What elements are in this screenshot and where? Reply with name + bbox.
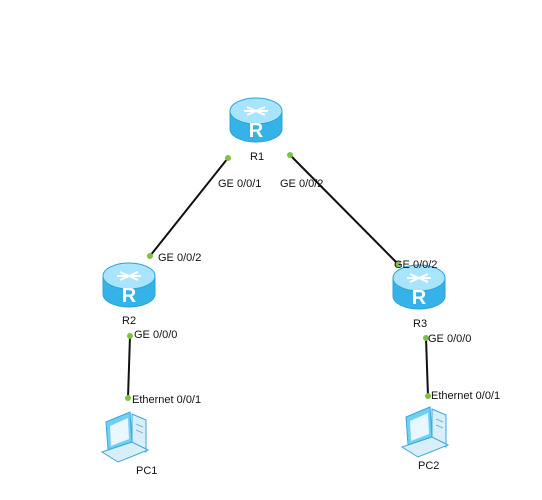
- router-r1[interactable]: R1: [229, 97, 283, 163]
- router-icon: [102, 262, 156, 308]
- link-r1-r2[interactable]: [149, 157, 229, 257]
- link-r1-r3[interactable]: [289, 154, 399, 265]
- links: [127, 154, 429, 399]
- pc-pc2[interactable]: PC2: [401, 406, 449, 472]
- port-label-r1-ge002: GE 0/0/2: [280, 178, 323, 190]
- device-label-r2: R2: [122, 315, 136, 327]
- port-label-pc1-eth: Ethernet 0/0/1: [132, 394, 201, 406]
- port-dot[interactable]: [225, 155, 231, 161]
- device-label-r3: R3: [413, 318, 427, 330]
- port-label-r3-ge000: GE 0/0/0: [428, 333, 471, 345]
- port-label-pc2-eth: Ethernet 0/0/1: [431, 390, 500, 402]
- link-r2-pc1[interactable]: [127, 335, 131, 399]
- router-r3[interactable]: R3: [392, 264, 446, 330]
- device-label-pc1: PC1: [136, 465, 157, 477]
- router-icon: [392, 264, 446, 310]
- port-label-r2-ge002: GE 0/0/2: [158, 252, 201, 264]
- port-dot[interactable]: [423, 335, 429, 341]
- port-dot[interactable]: [425, 393, 431, 399]
- pc-icon: [101, 411, 149, 463]
- router-icon: [229, 97, 283, 143]
- port-dot[interactable]: [125, 395, 131, 401]
- port-label-r1-ge001: GE 0/0/1: [218, 178, 261, 190]
- router-r2[interactable]: R2: [102, 262, 156, 327]
- pc-icon: [401, 406, 449, 458]
- link-r3-pc2[interactable]: [425, 337, 429, 397]
- port-markers: [125, 152, 431, 401]
- port-dot[interactable]: [395, 261, 401, 267]
- device-label-pc2: PC2: [418, 460, 439, 472]
- port-label-r3-ge002: GE 0/0/2: [394, 259, 437, 271]
- device-label-r1: R1: [250, 151, 264, 163]
- port-label-r2-ge000: GE 0/0/0: [134, 329, 177, 341]
- port-dot[interactable]: [127, 333, 133, 339]
- port-labels: GE 0/0/1 GE 0/0/2 GE 0/0/2 GE 0/0/2 GE 0…: [132, 178, 500, 406]
- port-dot[interactable]: [287, 152, 293, 158]
- pc-pc1[interactable]: PC1: [101, 411, 157, 477]
- port-dot[interactable]: [147, 253, 153, 259]
